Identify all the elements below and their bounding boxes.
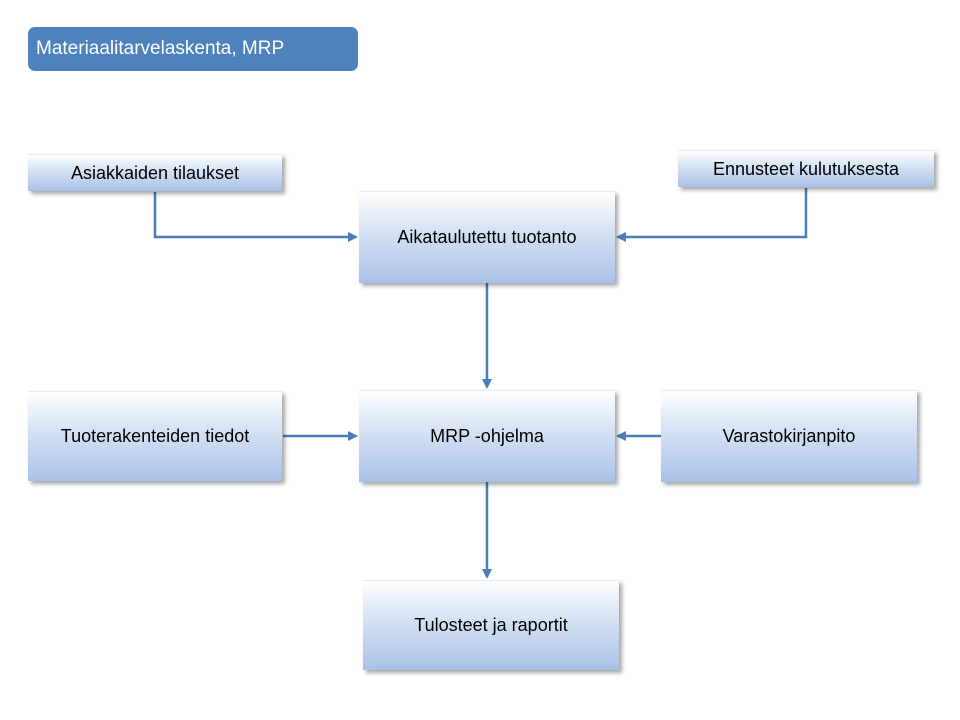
node-customer-orders-label: Asiakkaiden tilaukset [70,162,240,183]
node-consumption-forecasts-label: Ennusteet kulutuksesta [712,158,900,179]
node-inventory-accounting: Varastokirjanpito [661,390,917,482]
node-outputs-reports-label: Tulosteet ja raportit [414,615,568,635]
node-consumption-forecasts: Ennusteet kulutuksesta [678,150,934,187]
node-product-structure-data-label: Tuoterakenteiden tiedot [60,426,250,446]
node-outputs-reports: Tulosteet ja raportit [363,580,619,670]
node-mrp-program-label: MRP -ohjelma [430,426,544,446]
node-scheduled-production-label: Aikataulutettu tuotanto [397,227,577,247]
connector-forecasts-to-production [616,188,808,242]
node-inventory-accounting-label: Varastokirjanpito [722,426,856,446]
node-mrp-program: MRP -ohjelma [359,390,615,482]
connector-orders-to-production [153,192,358,242]
node-customer-orders: Asiakkaiden tilaukset [28,154,282,191]
node-product-structure-data: Tuoterakenteiden tiedot [28,391,282,481]
node-scheduled-production: Aikataulutettu tuotanto [359,191,615,283]
diagram-title: Materiaalitarvelaskenta, MRP [28,27,358,71]
